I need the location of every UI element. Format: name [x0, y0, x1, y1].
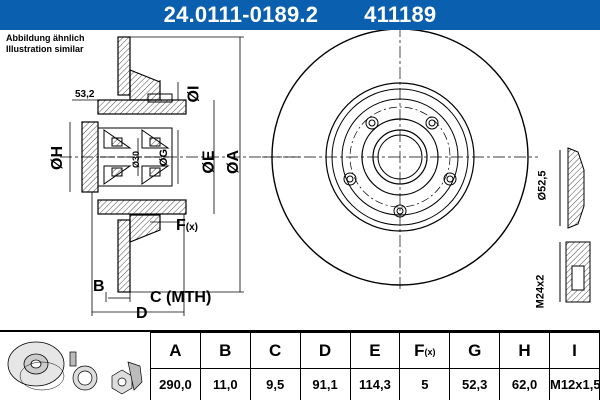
spec-table: A B C D E F(x) G H I 290,0 11,0 9,5 91,1… [150, 332, 600, 400]
dim-C-label: C (MTH) [150, 289, 212, 306]
hub-cap-drawing [559, 147, 585, 229]
spec-value-row: 290,0 11,0 9,5 91,1 114,3 5 52,3 62,0 M1… [150, 368, 600, 400]
spec-header-G: G [449, 332, 501, 369]
spec-header-B: B [199, 332, 251, 369]
spec-value-D: 91,1 [299, 368, 351, 400]
dimension-lines [69, 36, 244, 316]
spec-header-C: C [249, 332, 301, 369]
spec-header-D: D [299, 332, 351, 369]
axle-nut-drawing [559, 241, 591, 303]
dim-B-label: B [93, 278, 105, 295]
bearing-thumbnail [69, 351, 98, 391]
nut-thumbnail [111, 361, 143, 395]
spec-value-B: 11,0 [199, 368, 251, 400]
dim-30-label: Ø30 [131, 150, 142, 169]
spec-header-E: E [349, 332, 401, 369]
spec-value-G: 52,3 [449, 368, 501, 400]
part-number: 24.0111-0189.2 [163, 2, 319, 27]
note-line-de: Abbildung ähnlich [6, 33, 85, 43]
spec-header-F: F(x) [399, 332, 451, 369]
note-line-en: Illustration similar [6, 44, 84, 54]
dim-G-label: ØG [158, 148, 171, 167]
dim-I-label: ØI [185, 85, 203, 103]
spec-value-I: M12x1,5 [549, 368, 600, 400]
spec-area: A B C D E F(x) G H I 290,0 11,0 9,5 91,1… [0, 330, 600, 400]
dim-D-label: D [136, 305, 148, 322]
spec-header-H: H [499, 332, 550, 369]
article-number: 411189 [364, 2, 437, 27]
dim-A-label: ØA [225, 150, 242, 174]
disc-front-view [262, 25, 538, 289]
disc-thumbnail [7, 341, 65, 391]
header-bar: 24.0111-0189.2 411189 [0, 0, 600, 30]
spec-value-A: 290,0 [150, 368, 201, 400]
spec-header-row: A B C D E F(x) G H I [150, 332, 600, 369]
product-thumbnails [0, 332, 150, 400]
technical-drawing: 53,2 ØI ØH Ø30 ØG ØE ØA F(x) B C (MTH) D… [0, 25, 600, 330]
spec-value-H: 62,0 [499, 368, 550, 400]
spec-value-E: 114,3 [349, 368, 401, 400]
dim-F-label: F(x) [176, 217, 199, 234]
dim-53-2-label: 53,2 [75, 89, 95, 100]
spec-value-F: 5 [399, 368, 451, 400]
nut-thread-label: M24x2 [534, 274, 547, 309]
spec-header-A: A [150, 332, 201, 369]
thumbnail-images [7, 341, 143, 395]
illustration-note: Abbildung ähnlich Illustration similar [6, 33, 85, 55]
drawing-lines [60, 25, 591, 316]
spec-header-I: I [549, 332, 600, 369]
cap-diameter-label: Ø52,5 [536, 170, 549, 201]
spec-value-C: 9,5 [249, 368, 301, 400]
dim-E-label: ØE [200, 150, 218, 174]
dim-H-label: ØH [49, 146, 66, 170]
